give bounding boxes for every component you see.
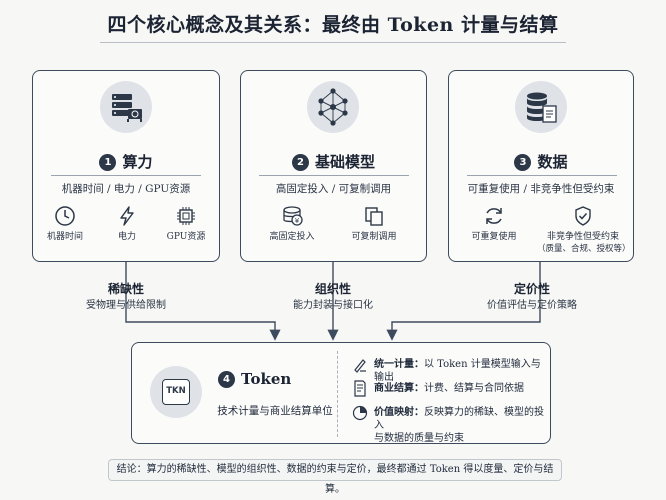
item-label: GPU资源 — [166, 232, 206, 242]
card-foundation-model: 2 基础模型 高固定投入 / 可复制调用 ¥ 高固定投入 可复制调用 — [240, 70, 427, 262]
relation-pricing-subtitle: 价值评估与定价策略 — [487, 300, 577, 311]
item-machine-time: 机器时间 — [41, 205, 89, 243]
item-label: 可复制调用 — [351, 232, 397, 242]
item-gpu: GPU资源 — [161, 205, 211, 243]
token-subtitle: 技术计量与商业结算单位 — [217, 405, 333, 417]
neural-network-icon — [307, 81, 359, 133]
card-title: 数据 — [537, 153, 568, 171]
card-subtitle: 机器时间 / 电力 / GPU资源 — [61, 183, 191, 195]
card-number-badge: 2 — [291, 154, 309, 171]
copy-icon — [365, 207, 383, 226]
role-text: 反映算力的稀缺、模型的投入 — [374, 407, 544, 431]
card-title: 基础模型 — [314, 153, 375, 171]
card-divider — [467, 175, 617, 176]
card-data-heading: 3 数据 — [449, 151, 633, 172]
item-replicable: 可复制调用 — [341, 205, 407, 243]
card-subtitle: 高固定投入 / 可复制调用 — [275, 183, 392, 195]
chip-icon — [177, 207, 195, 225]
arrow-compute-to-token — [125, 262, 281, 341]
token-role-value: 价值映射：反映算力的稀缺、模型的投入 与数据的质量与约束 — [374, 406, 550, 445]
token-badge-circle: TKN — [150, 366, 202, 418]
item-label: 非竞争性但受约束 — [546, 232, 619, 242]
card-model-heading: 2 基础模型 — [241, 151, 426, 172]
card-compute-heading: 1 算力 — [33, 151, 219, 172]
relation-organization-subtitle: 能力封装与接口化 — [293, 300, 373, 311]
ruler-pencil-icon — [354, 359, 366, 373]
role-label: 统一计量： — [374, 359, 424, 370]
card-token: TKN 4 Token 技术计量与商业结算单位 统一计量：以 Token 计量模型… — [131, 342, 551, 444]
card-number-badge: 3 — [514, 154, 532, 171]
card-divider — [51, 175, 201, 176]
item-note: （质量、合规、授权等） — [537, 244, 631, 254]
shield-check-icon — [575, 206, 591, 226]
card-subtitle: 可重复使用 / 非竞争性但受约束 — [467, 183, 615, 195]
role-text: 计费、结算与合同依据 — [424, 383, 524, 394]
clock-icon — [55, 206, 75, 226]
lightning-icon — [120, 206, 134, 226]
token-role-settlement: 商业结算：计费、结算与合同依据 — [374, 382, 550, 395]
card-number-badge: 4 — [218, 371, 235, 388]
conclusion-banner: 结论：算力的稀缺性、模型的组织性、数据的约束与定价，最终都通过 Token 得以… — [108, 459, 562, 495]
page-title: 四个核心概念及其关系：最终由 Token 计量与结算 — [107, 14, 559, 36]
token-heading: 4 Token — [218, 370, 328, 388]
relation-scarcity-subtitle: 受物理与供给限制 — [86, 300, 166, 311]
item-label: 可重复使用 — [471, 232, 517, 242]
refresh-icon — [486, 208, 502, 224]
item-nonrival: 非竞争性但受约束 （质量、合规、授权等） — [537, 205, 631, 255]
role-text: 以 Token 计量模型输入与输出 — [374, 359, 541, 383]
relation-organization-title: 组织性 — [314, 282, 351, 296]
role-label: 价值映射： — [374, 407, 424, 418]
money-stack-icon: ¥ — [283, 206, 303, 226]
pie-chart-icon — [352, 405, 368, 421]
card-divider — [259, 175, 409, 176]
item-power: 电力 — [103, 205, 151, 243]
server-icon — [100, 81, 152, 133]
database-icon — [515, 81, 567, 133]
role-label: 商业结算： — [374, 383, 424, 394]
card-title: 算力 — [122, 153, 153, 171]
card-data: 3 数据 可重复使用 / 非竞争性但受约束 可重复使用 非竞争性但受约束 （质量、… — [448, 70, 634, 262]
token-role-measure: 统一计量：以 Token 计量模型输入与输出 — [374, 358, 550, 384]
item-label: 机器时间 — [46, 232, 83, 242]
role-text-continued: 与数据的质量与约束 — [374, 433, 464, 444]
svg-text:¥: ¥ — [295, 217, 300, 225]
invoice-icon — [354, 380, 366, 397]
card-number-badge: 1 — [99, 154, 117, 171]
title-divider — [100, 42, 566, 43]
item-label: 电力 — [117, 232, 136, 242]
relation-scarcity-title: 稀缺性 — [107, 282, 144, 296]
relation-pricing-title: 定价性 — [513, 282, 550, 296]
item-fixed-investment: ¥ 高固定投入 — [259, 205, 325, 243]
item-reusable: 可重复使用 — [463, 205, 525, 243]
token-title: Token — [241, 370, 292, 388]
item-label: 高固定投入 — [269, 232, 315, 242]
token-divider — [337, 351, 338, 437]
arrow-data-to-token — [386, 262, 541, 341]
card-compute: 1 算力 机器时间 / 电力 / GPU资源 机器时间 电力 GPU资源 — [32, 70, 220, 262]
tkn-icon: TKN — [162, 379, 190, 405]
